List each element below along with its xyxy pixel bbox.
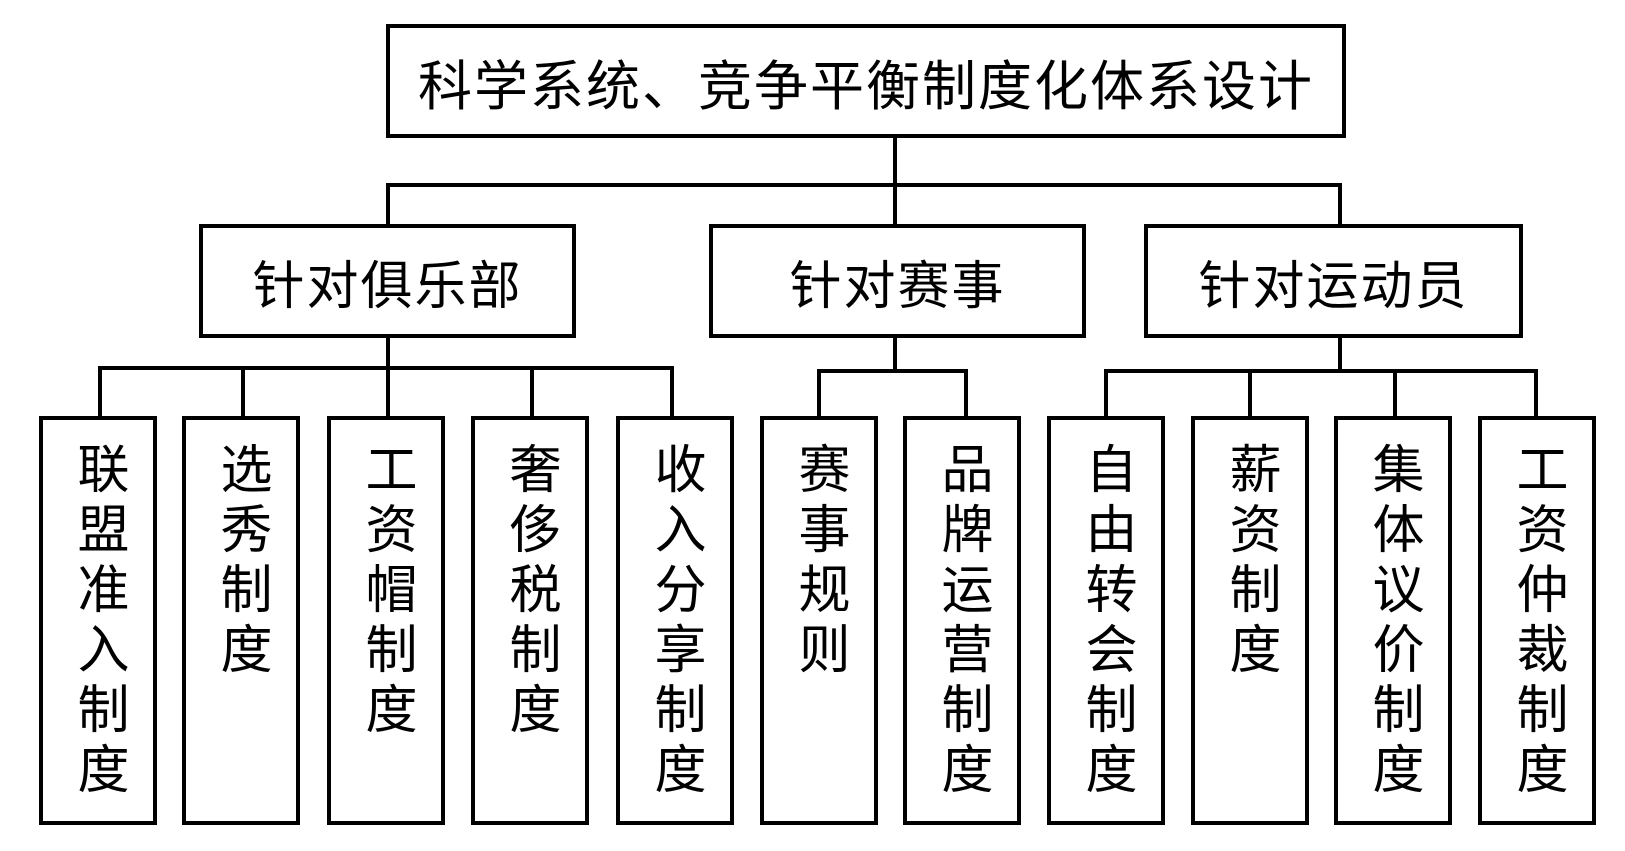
leaf-9-connector (1248, 369, 1252, 418)
leaf-node-brand-operation: 品牌运营制度 (903, 416, 1021, 825)
category-node-label: 针对运动员 (1198, 256, 1469, 317)
leaf-node-label: 联盟准入制度 (68, 442, 128, 802)
leaf-node-collective-bargaining: 集体议价制度 (1334, 416, 1452, 825)
leaf-8-connector (1104, 369, 1108, 418)
category-node-label: 针对赛事 (789, 256, 1006, 317)
leaf-node-event-rules: 赛事规则 (760, 416, 878, 825)
category-connector-horizontal (386, 183, 1342, 187)
leaf-node-label: 品牌运营制度 (932, 442, 992, 802)
root-node: 科学系统、竞争平衡制度化体系设计 (386, 24, 1346, 138)
category-2-leaf-bar (817, 369, 968, 373)
leaf-node-free-agency: 自由转会制度 (1047, 416, 1165, 825)
leaf-node-label: 集体议价制度 (1363, 442, 1423, 802)
category-1-connector-drop (386, 183, 390, 226)
leaf-node-label: 赛事规则 (789, 442, 849, 682)
category-node-clubs: 针对俱乐部 (199, 224, 576, 338)
leaf-node-draft: 选秀制度 (182, 416, 300, 825)
leaf-10-connector (1393, 369, 1397, 418)
category-3-leaf-bar (1104, 369, 1538, 373)
leaf-node-salary-arbitration: 工资仲裁制度 (1478, 416, 1596, 825)
leaf-node-label: 选秀制度 (211, 442, 271, 682)
category-node-label: 针对俱乐部 (252, 256, 523, 317)
root-connector-vertical (893, 138, 897, 186)
leaf-node-label: 工资帽制度 (356, 442, 416, 742)
leaf-node-salary-system: 薪资制度 (1191, 416, 1309, 825)
leaf-node-luxury-tax: 奢侈税制度 (471, 416, 589, 825)
leaf-node-label: 薪资制度 (1220, 442, 1280, 682)
category-2-connector-drop (893, 183, 897, 226)
leaf-node-label: 工资仲裁制度 (1507, 442, 1567, 802)
category-2-stem (893, 338, 897, 372)
category-3-connector-drop (1338, 183, 1342, 226)
category-node-athletes: 针对运动员 (1144, 224, 1523, 338)
leaf-7-connector (964, 369, 968, 418)
leaf-node-label: 收入分享制度 (645, 442, 705, 802)
leaf-4-connector (530, 366, 534, 418)
root-node-label: 科学系统、竞争平衡制度化体系设计 (418, 54, 1314, 118)
leaf-node-league-entry: 联盟准入制度 (39, 416, 157, 825)
leaf-11-connector (1534, 369, 1538, 418)
leaf-node-label: 奢侈税制度 (500, 442, 560, 742)
category-node-events: 针对赛事 (709, 224, 1086, 338)
leaf-node-revenue-sharing: 收入分享制度 (616, 416, 734, 825)
category-3-stem (1338, 338, 1342, 372)
leaf-2-connector (241, 366, 245, 418)
leaf-node-label: 自由转会制度 (1076, 442, 1136, 802)
leaf-3-connector (386, 366, 390, 418)
leaf-5-connector (670, 366, 674, 418)
leaf-1-connector (98, 366, 102, 418)
leaf-node-salary-cap: 工资帽制度 (327, 416, 445, 825)
leaf-6-connector (817, 369, 821, 418)
